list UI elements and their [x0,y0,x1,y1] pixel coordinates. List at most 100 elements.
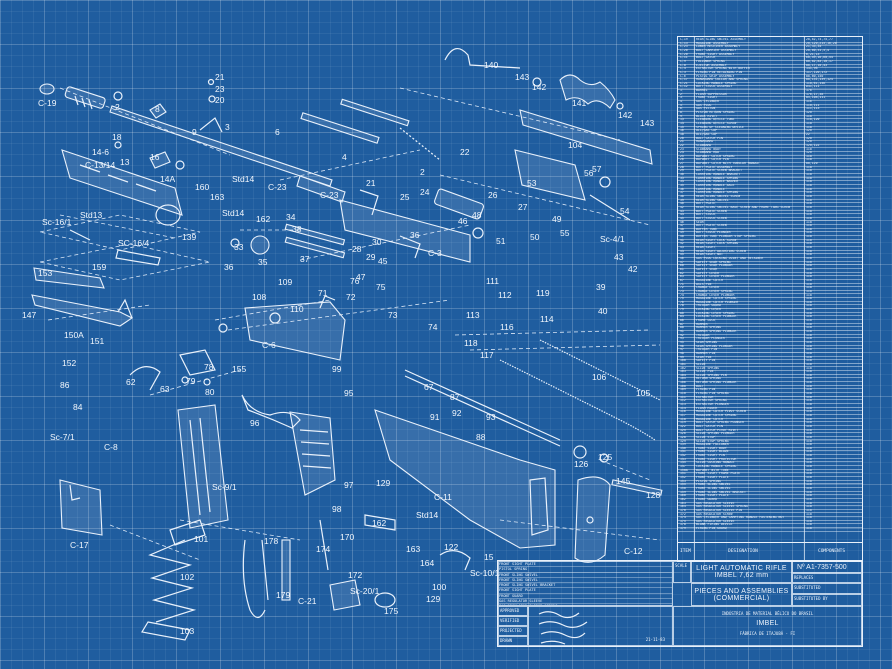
company-line1: INDÚSTRIA DE MATERIAL BÉLICO DO BRASIL [721,611,814,616]
bayonet-group [31,229,161,327]
label-140: 140 [484,60,498,70]
part-designation: FOLLOWER SPRING [696,59,725,63]
label-87: 87 [450,392,460,402]
label-9: 9 [192,127,197,137]
part-designation: BARREL [696,89,708,93]
part-designation: MAGAZINE CATCH [696,417,723,421]
part-item-number: 106 [680,381,686,385]
part-designation: REAR SLING SWIVEL SCREW [696,194,741,198]
part-item-number: 88 [680,326,684,330]
part-c17-follower [59,479,103,536]
label-std13: Std13 [80,210,102,220]
part-item-number: C-6 [680,74,686,78]
part-item-number: 113 [680,403,686,406]
label-101: 101 [194,534,208,544]
part-178-brush [242,539,266,619]
title-line1: LIGHT AUTOMATIC RIFLE [696,565,787,572]
part-item-number: C-19 [680,38,688,41]
header-item: ITEM [680,549,691,554]
part-designation: BAYONET CATCH PIN [696,158,729,162]
part-designation: REAR SIGHT LOCK SPRING [696,242,739,246]
part-components: 118 [806,125,812,129]
part-designation: FRONT SIGHT PROTECTOR [696,457,737,461]
part-item-number: 141 [680,450,686,454]
part-components: 176,17,38 [806,92,824,96]
part-item-number: 150A [680,468,688,472]
part-item-number: 48 [680,227,684,231]
part-components: 118 [806,198,812,202]
part-designation: MAGAZINE CATCH [696,278,723,282]
part-item-number: 158 [680,486,686,490]
label-18: 18 [112,132,122,142]
part-components: 118,120 [806,118,820,122]
part-item-number: 56 [680,257,684,260]
part-components: 21,33,34 [806,45,822,49]
part-components: 20,60,31,5,4 [806,48,830,52]
label-108: 108 [252,292,266,302]
part-components: 120 [806,151,812,155]
part-item-number: 39 [680,198,684,202]
part-components: 118 [806,326,812,330]
part-components: 20,C20,Z15,16,20 [806,41,837,45]
part-components: 120 [806,111,812,114]
part-designation: GAS PLUG LOCKING JOINT AND RETAINER [696,257,764,260]
part-components: 118 [806,432,812,436]
part-components: 118 [806,486,812,490]
part-item-number: 145 [680,461,686,465]
part-item-number: 6 [680,107,682,111]
label-sc16-4: SC-16/4 [118,238,149,248]
label-141: 141 [572,98,586,108]
label-39: 39 [596,282,606,292]
label-29: 29 [366,252,376,262]
part-designation: BAYONET CATCH WITH TUBULAR HANDLE [696,162,760,166]
revision-row: GAS REGULATOR SLEEVE SPRING [499,604,672,605]
part-components: 118 [806,282,812,286]
part-components: 118 [806,476,812,479]
part-item-number: 37 [680,191,684,195]
label-30: 30 [372,237,382,247]
label-std14c: Std14 [416,510,438,520]
part-designation: SLIDE SPRING [696,366,720,370]
part-components: 118 [806,373,812,377]
part-designation: FIRING PIN RETAINING PIN [696,70,743,74]
part-item-number: 13 [680,118,684,122]
label-147: 147 [22,310,36,320]
part-designation: BAYONET CATCH SPRING [696,154,735,158]
revision-text: FRONT SLING SWIVEL BRACKET [499,583,556,588]
part-item-number: 24 [680,151,684,155]
part-153-scabbard [33,267,105,289]
part-designation: REAR SIGHT ADJUSTING SCREW [696,249,746,253]
part-designation: FRONT SIGHT BODY [696,446,727,450]
part-item-number: 114 [680,406,686,410]
part-designation: SCABBARD ROD [696,151,720,155]
part-components: 110,61,146 [806,81,826,85]
pistol-grip-group [241,394,336,496]
part-item-number: 47 [680,224,684,228]
part-designation: EXTRACTOR [696,395,714,399]
label-51: 51 [496,236,506,246]
part-item-number: 33 [680,176,684,180]
part-item-number: 163 [680,501,686,505]
part-140-rod [444,48,521,69]
part-components: 118 [806,516,812,520]
part-item-number: 52 [680,242,684,246]
part-designation: FIRING PIN [696,388,716,392]
